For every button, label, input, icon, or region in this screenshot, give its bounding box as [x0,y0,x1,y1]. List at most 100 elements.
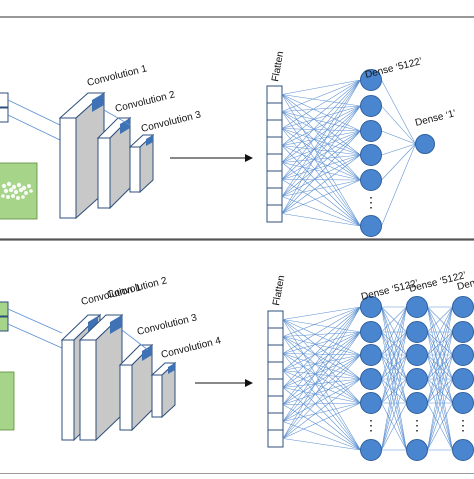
connection-line [282,378,361,405]
connection-line [381,143,416,181]
input-slice [0,107,9,123]
connection-line [282,336,361,356]
connection-line [282,370,361,380]
dense-node [360,215,382,237]
top-conv-block-3 [128,133,155,194]
dense-node [360,69,382,91]
dense-node [406,439,428,461]
connection-line [282,306,361,439]
connection-line [381,354,407,451]
top-flatten-layer [266,85,283,223]
connection-line [281,79,361,146]
connection-line [282,319,361,333]
top-input-images [0,92,61,220]
connection-line [427,306,453,380]
connection-line [282,387,361,451]
flatten-cell [267,412,284,431]
connection-line [281,145,361,156]
connection-line [381,143,416,156]
dense-node [360,368,382,390]
receptive-line [7,308,63,334]
receptive-line [7,99,61,126]
conv-label-2: Convolution 2 [114,89,176,115]
connection-line [281,105,361,112]
connection-line [282,336,361,404]
bottom-dense-nodes: ⋮⋮⋮ [360,296,474,461]
flatten-cell [266,153,283,172]
connection-line [281,79,361,214]
dense-label-1: Dense ‘5122’ [364,56,423,81]
connection-line [282,353,361,380]
conv-label-3: Convolution 3 [136,312,198,338]
connection-line [282,370,361,451]
connection-line [281,105,361,197]
connection-line [282,306,361,354]
connection-line [282,319,361,356]
connection-line [427,331,453,404]
connection-line [281,130,361,180]
connection-line [282,331,361,337]
connection-line [281,111,361,227]
connection-line [381,378,407,451]
connection-line [427,331,453,451]
connection-line [282,306,361,337]
ellipsis-marker: ⋮ [410,417,424,433]
connection-line [282,438,361,451]
connection-line [281,79,361,95]
flatten-cell [266,187,283,206]
dense-node [452,344,474,366]
connection-line [281,79,361,129]
connection-line [281,162,361,227]
flatten-label: Flatten [270,50,286,82]
connection-line [427,378,453,451]
connection-line [281,154,361,197]
input-slice [0,92,9,108]
dense-node [360,120,382,142]
kernel-square [92,93,104,112]
flatten-cell [267,327,284,346]
input-image-patch [0,371,15,431]
top-conv-block-2 [96,109,132,210]
dense-node [406,392,428,414]
connection-line [281,94,361,227]
connection-line [282,353,361,404]
receptive-line [121,329,149,351]
connection-line [381,105,416,145]
connection-line [281,179,361,181]
connection-line [282,331,361,388]
connection-line [281,79,361,180]
dense-node [406,344,428,366]
input-image-texture [1,181,33,200]
connection-line [282,421,361,451]
connection-line [282,306,361,320]
connection-line [282,354,361,405]
kernel-square [110,315,122,334]
conv-label-1: Convolution 1 [86,63,148,89]
connection-line [281,196,361,227]
dense-node [360,321,382,343]
connection-line [281,154,361,163]
connection-line [282,387,361,404]
flatten-cell [266,136,283,155]
connection-line [282,331,361,439]
input-slice [0,316,9,332]
connection-line [381,402,407,451]
connection-line [281,179,361,227]
flatten-cell [267,395,284,414]
flatten-cell [267,361,284,380]
top-connections [281,79,416,227]
conv-label-2: Convolution 2 [106,275,168,301]
connection-line [282,319,361,451]
connection-line [282,402,361,439]
connection-line [281,179,361,197]
bottom-panel: Convolution 1 Convolution 2 Convolution … [0,239,474,475]
connection-line [282,353,361,356]
connection-line [281,154,361,214]
dense-node [452,296,474,318]
receptive-line [7,114,61,141]
connection-line [281,154,361,180]
conv-label-3: Convolution 3 [140,109,202,135]
connection-line [282,354,361,439]
connection-line [427,306,453,451]
